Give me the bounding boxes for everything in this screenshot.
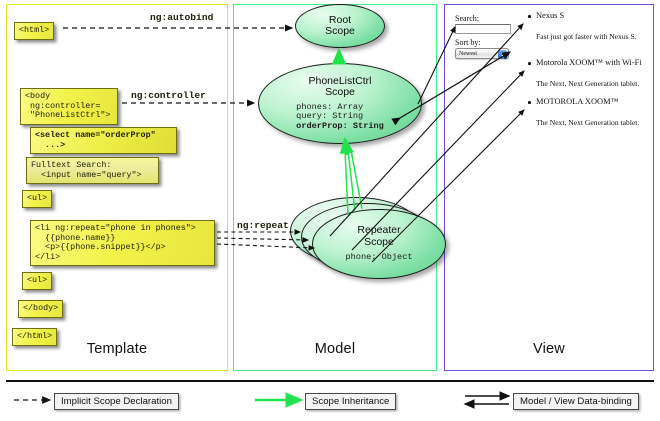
code-box-html-open: <html>: [14, 22, 55, 40]
code-box-ul-close: <ul>: [22, 272, 53, 290]
code-box-body-open: <body ng:controller= "PhoneListCtrl">: [20, 88, 118, 125]
list-bullet: [528, 101, 531, 104]
search-label: Search:: [455, 14, 479, 23]
legend-glyph-double: [463, 391, 511, 409]
scope-phonelistctrl-props: phones: Array query: String orderProp: S…: [296, 101, 384, 131]
arrow-label-autobind: ng:autobind: [150, 12, 214, 23]
legend-implicit-scope-declaration: Implicit Scope Declaration: [54, 393, 179, 410]
column-label-view: View: [533, 341, 565, 357]
column-label-template: Template: [86, 341, 148, 357]
phone-snippet: The Next, Next Generation tablet.: [536, 79, 640, 88]
sort-label: Sort by:: [455, 38, 481, 47]
code-box-li-repeat: <li ng:repeat="phone in phones"> {{phone…: [30, 220, 215, 267]
column-label-model: Model: [314, 341, 356, 357]
sort-select[interactable]: Newest: [455, 48, 509, 59]
scope-repeater-props: phone: Object: [345, 252, 413, 263]
phone-name: Motorola XOOM™ with Wi-Fi: [536, 58, 642, 67]
arrow-label-controller: ng:controller: [131, 90, 206, 101]
legend-scope-inheritance: Scope Inheritance: [305, 393, 397, 410]
phone-name: MOTOROLA XOOM™: [536, 97, 619, 106]
phone-snippet: The Next, Next Generation tablet.: [536, 118, 640, 127]
sort-select-value: Newest: [459, 50, 477, 57]
search-input[interactable]: [455, 24, 511, 34]
legend-divider: [6, 380, 654, 382]
arrow-label-repeat: ng:repeat: [237, 220, 289, 231]
chevron-updown-icon: [498, 50, 507, 59]
column-model: [233, 4, 437, 371]
code-box-select-orderprop: <select name="orderProp" ...>: [30, 127, 177, 155]
phone-snippet: Fast just got faster with Nexus S.: [536, 32, 637, 41]
code-box-ul-open: <ul>: [22, 190, 53, 208]
list-bullet: [528, 62, 531, 65]
code-box-body-close: </body>: [18, 300, 64, 318]
code-box-html-close: </html>: [12, 328, 58, 346]
phone-name: Nexus S: [536, 11, 565, 20]
list-bullet: [528, 15, 531, 18]
legend-model-view-data-binding: Model / View Data-binding: [513, 393, 639, 410]
code-box-fulltext-search: Fulltext Search: <input name="query">: [26, 157, 159, 185]
